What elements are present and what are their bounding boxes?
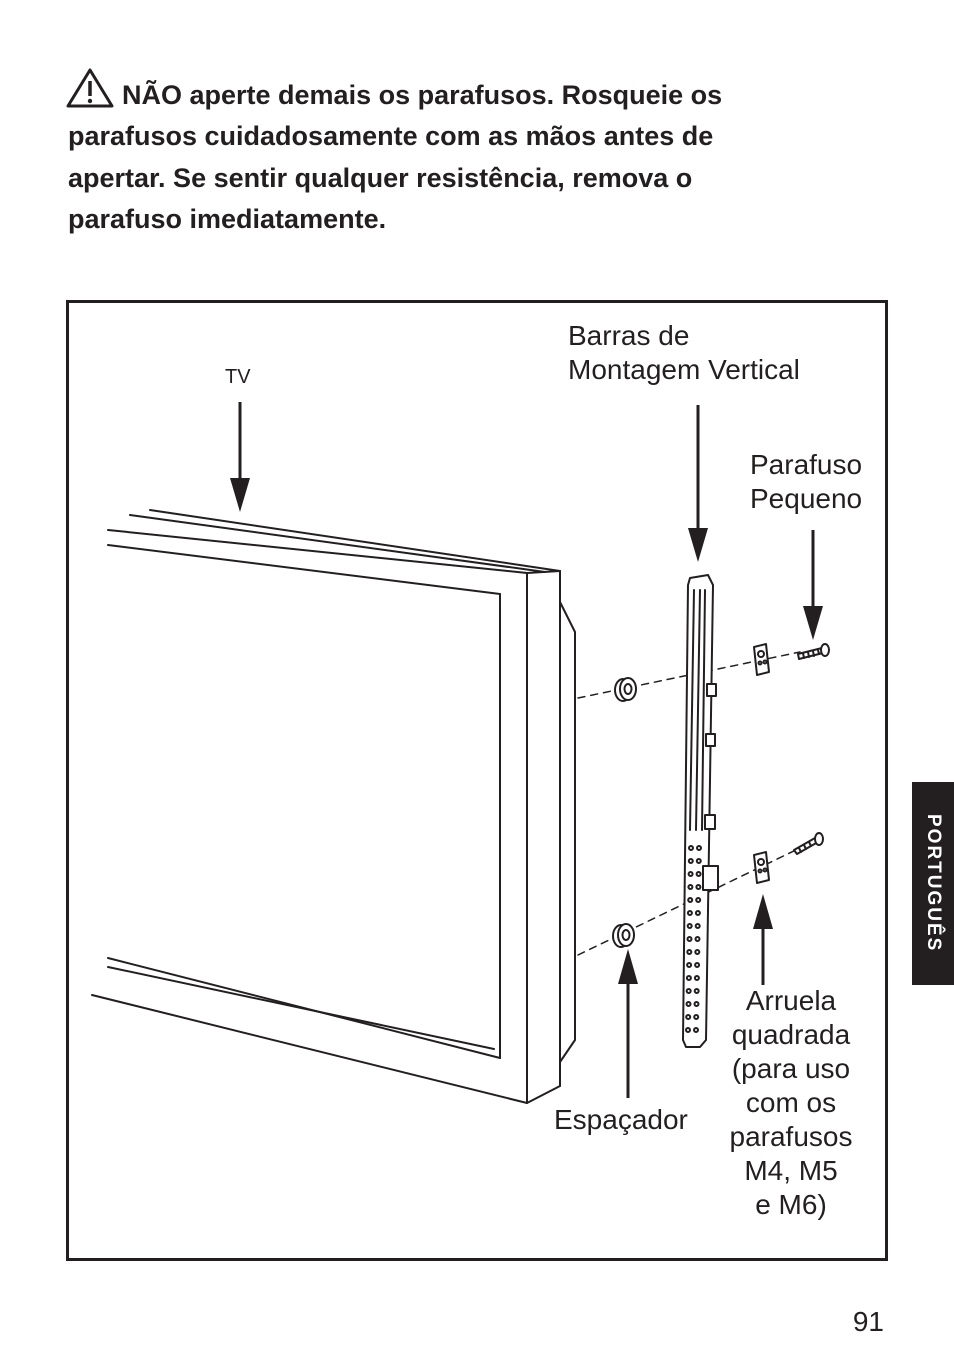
label-small-screw-line-1: Parafuso [750,449,862,480]
mounting-bar-hole [696,845,702,851]
label-vertical-bars-line-1: Barras de [568,320,689,351]
mounting-bar-tab [704,814,716,830]
warning-triangle-icon [66,68,114,108]
mounting-bar-tab [706,683,717,697]
mounting-bar-hole [693,1001,700,1007]
mounting-bar-hole [686,936,693,942]
mounting-bar-hole [694,949,701,955]
mounting-bar-hole [685,1014,692,1020]
label-vertical-bars-line-2: Montagem Vertical [568,354,800,385]
vertical-mounting-bar [682,574,719,1048]
spacer-bottom [612,923,635,948]
warning-text-line-1: NÃO aperte demais os parafusos. Rosqueie… [122,80,723,110]
language-side-tab-label: PORTUGUÊS [923,814,944,953]
mounting-bar-hole [686,923,693,929]
mounting-bar-hole [695,897,702,903]
mounting-bar-hole [694,936,701,942]
label-tv: TV [225,366,251,388]
diagram-frame [66,300,888,1261]
mounting-bar-tab [702,865,719,891]
mounting-bar-hole [687,871,694,877]
tv-illustration [91,509,576,1104]
label-square-washer-line-2: quadrada [732,1019,851,1050]
small-screw-bottom [793,832,824,855]
mounting-bar-hole [686,949,693,955]
arrow-to-small-screw [803,530,823,640]
mounting-bar-hole [686,910,693,916]
mounting-bar-hole [695,884,702,890]
small-screw-top [797,643,830,660]
mounting-bar-hole [685,1001,692,1007]
label-square-washer-line-4: com os [746,1087,836,1118]
square-washer-bottom [753,851,770,884]
mounting-bar-hole [693,988,700,994]
label-square-washer-line-6: M4, M5 [744,1155,837,1186]
language-side-tab: PORTUGUÊS [912,782,954,985]
label-square-washer-line-1: Arruela [746,985,837,1016]
label-spacer: Espaçador [554,1104,688,1135]
arrow-to-mounting-bar [688,405,708,562]
warning-text-line-3: apertar. Se sentir qualquer resistência,… [68,163,693,193]
mounting-bar-hole [694,962,701,968]
square-washer-top [753,643,770,676]
label-square-washer-line-7: e M6) [755,1189,827,1220]
arrow-to-square-washer [753,894,773,985]
mounting-bar-hole [688,845,694,851]
mounting-bar-hole [693,975,700,981]
mounting-bar-hole [694,923,701,929]
label-small-screw-line-2: Pequeno [750,483,862,514]
mounting-bar-tab [705,733,716,747]
mounting-bar-hole [693,1027,699,1033]
mounting-bar-hole [694,910,701,916]
warning-text-line-4: parafuso imediatamente. [68,204,387,234]
arrow-to-spacer [618,949,638,1098]
warning-text-line-2: parafusos cuidadosamente com as mãos ant… [68,121,714,151]
mounting-bar-hole [685,988,692,994]
mounting-bar-hole [686,962,693,968]
mounting-bar-hole [687,897,694,903]
mounting-bar-hole [693,1014,700,1020]
mounting-bar-hole [695,858,702,864]
mounting-bar-hole [687,858,694,864]
label-square-washer-line-5: parafusos [730,1121,853,1152]
page-number: 91 [852,1306,884,1337]
arrow-to-tv [230,402,250,512]
label-square-washer-line-3: (para uso [732,1053,850,1084]
spacer-top [614,677,637,702]
mounting-bar-hole [685,1027,691,1033]
mounting-bar-hole [695,871,702,877]
mounting-bar-hole [687,884,694,890]
mounting-bar-hole [685,975,692,981]
